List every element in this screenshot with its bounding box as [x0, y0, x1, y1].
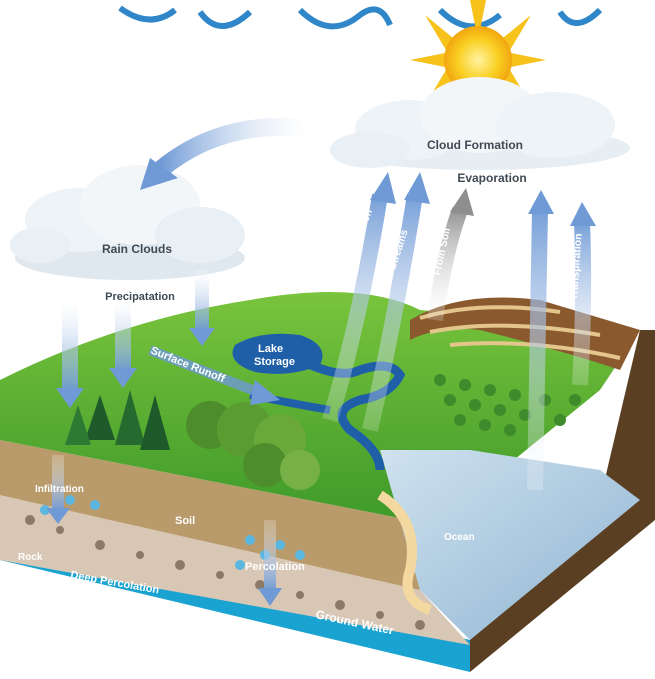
label-precipitation: Precipatation	[105, 291, 175, 303]
surface-runoff-arrow	[148, 345, 280, 405]
water-droplets	[40, 495, 305, 570]
label-lake: Lake	[258, 343, 283, 355]
rain-clouds	[10, 165, 245, 280]
cloud-formation-cloud	[330, 77, 630, 170]
forest	[65, 390, 320, 490]
label-cloud-formation: Cloud Formation	[427, 138, 523, 152]
stream	[297, 355, 406, 471]
precipitation-arrows	[56, 270, 215, 408]
label-infiltration: Infiltration	[35, 484, 84, 495]
cloud-transport-arrow	[140, 117, 306, 190]
beach	[377, 490, 432, 615]
infiltration-arrows	[46, 455, 282, 606]
label-percolation: Percolation	[245, 561, 305, 573]
cropped-title-fragment	[118, 5, 603, 30]
rock-texture	[25, 515, 425, 630]
label-ocean: Ocean	[444, 532, 475, 543]
label-from-ocean: From Ocean	[517, 228, 531, 290]
label-storage: Storage	[254, 356, 295, 368]
ocean-area	[380, 450, 640, 640]
label-soil: Soil	[175, 515, 195, 527]
label-rain-clouds: Rain Clouds	[102, 242, 172, 256]
label-evaporation: Evaporation	[457, 171, 526, 185]
soil-layer	[0, 440, 420, 590]
label-rock: Rock	[18, 552, 43, 563]
rock-layer	[0, 490, 470, 645]
label-transpiration: Transpiration	[568, 233, 585, 300]
evaporation-arrows	[322, 172, 596, 491]
crop-field	[434, 374, 581, 436]
